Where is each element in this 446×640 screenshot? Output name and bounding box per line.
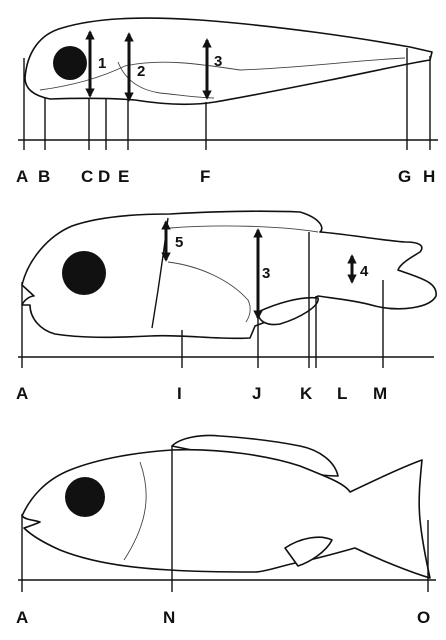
point-label-K: K [300, 384, 313, 403]
panel-3-point-labels: A N O [16, 608, 430, 627]
panel-1-larva [25, 18, 432, 104]
point-label-H: H [423, 167, 435, 186]
point-label-A3: A [16, 608, 28, 627]
point-label-C: C [81, 167, 93, 186]
panel-1-point-labels: A B C D E F G H [16, 167, 435, 186]
point-label-D: D [98, 167, 110, 186]
dimension-label-2: 2 [137, 63, 145, 80]
point-label-A2: A [16, 384, 28, 403]
point-label-J: J [252, 384, 261, 403]
point-label-L: L [337, 384, 347, 403]
point-label-F: F [200, 167, 210, 186]
panel-3-adult [22, 435, 430, 578]
point-label-A: A [16, 167, 28, 186]
point-label-E: E [118, 167, 129, 186]
juvenile-eye [62, 251, 106, 295]
panel-2-point-labels: A I J K L M [16, 384, 387, 403]
point-label-M: M [373, 384, 387, 403]
point-label-G: G [398, 167, 411, 186]
dimension-label-4: 4 [360, 263, 369, 280]
adult-eye [65, 477, 105, 517]
point-label-N: N [163, 608, 175, 627]
dimension-label-5: 5 [175, 234, 183, 251]
point-label-I: I [177, 384, 182, 403]
dimension-label-3b: 3 [262, 265, 270, 282]
larva-eye [53, 46, 87, 80]
dimension-label-3: 3 [214, 53, 222, 70]
point-label-O: O [417, 608, 430, 627]
panel-2-juvenile [22, 211, 436, 338]
point-label-B: B [38, 167, 50, 186]
dimension-label-1: 1 [98, 55, 106, 72]
